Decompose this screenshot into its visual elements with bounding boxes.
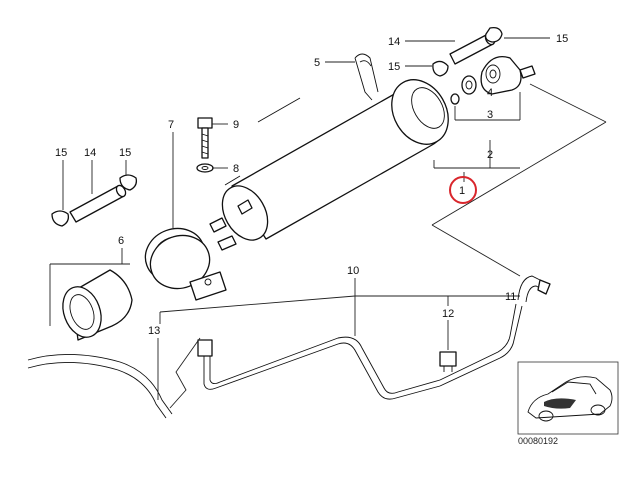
fuel-filter-icon[interactable] xyxy=(209,70,460,251)
callout-13: 13 xyxy=(148,325,160,337)
callout-14a: 14 xyxy=(388,36,400,48)
callout-15b: 15 xyxy=(388,61,400,73)
hose-clamp-left-icon[interactable] xyxy=(51,210,70,227)
callout-11: 11 xyxy=(505,291,516,303)
washer-icon[interactable] xyxy=(196,163,214,173)
fuel-hose-bend-icon[interactable] xyxy=(517,275,551,303)
pressure-regulator-icon[interactable] xyxy=(480,55,536,95)
callout-3: 3 xyxy=(487,109,493,121)
spring-clip-icon[interactable] xyxy=(354,53,379,101)
callout-10: 10 xyxy=(347,265,359,277)
callout-15d: 15 xyxy=(119,147,131,159)
callout-4: 4 xyxy=(487,87,493,99)
hose-clamp-top-icon[interactable] xyxy=(484,26,503,43)
o-ring-small-icon[interactable] xyxy=(450,93,460,105)
callout-2: 2 xyxy=(487,149,493,161)
callout-14b: 14 xyxy=(84,147,96,159)
hose-clamp-left-upper-icon[interactable] xyxy=(119,174,138,191)
leader-lines xyxy=(49,37,607,409)
mounting-bracket-icon[interactable] xyxy=(138,220,227,301)
callout-numbers: 1 2 3 4 5 6 7 8 9 10 11 12 13 14 14 15 1… xyxy=(55,33,568,337)
o-ring-icon[interactable] xyxy=(461,75,477,95)
vehicle-locator-thumbnail: 00080192 xyxy=(517,361,619,446)
callout-9: 9 xyxy=(233,119,239,131)
bolt-icon[interactable] xyxy=(197,117,213,159)
long-hose-icon[interactable] xyxy=(27,354,173,419)
callout-7: 7 xyxy=(168,119,174,131)
rubber-sleeve-icon[interactable] xyxy=(56,269,133,343)
reference-code: 00080192 xyxy=(518,436,558,446)
callout-12: 12 xyxy=(442,308,454,320)
fuel-line-icon[interactable] xyxy=(197,303,523,400)
callout-5: 5 xyxy=(314,57,320,69)
car-icon xyxy=(527,376,613,422)
short-hose-left-icon[interactable] xyxy=(69,184,127,223)
callout-6: 6 xyxy=(118,235,124,247)
callout-1: 1 xyxy=(459,185,465,197)
hose-clamp-top-left-icon[interactable] xyxy=(432,60,449,77)
callout-15a: 15 xyxy=(556,33,568,45)
callout-8: 8 xyxy=(233,163,239,175)
callout-15c: 15 xyxy=(55,147,67,159)
highlight-ring xyxy=(449,176,477,204)
connector-icon[interactable] xyxy=(439,351,457,372)
